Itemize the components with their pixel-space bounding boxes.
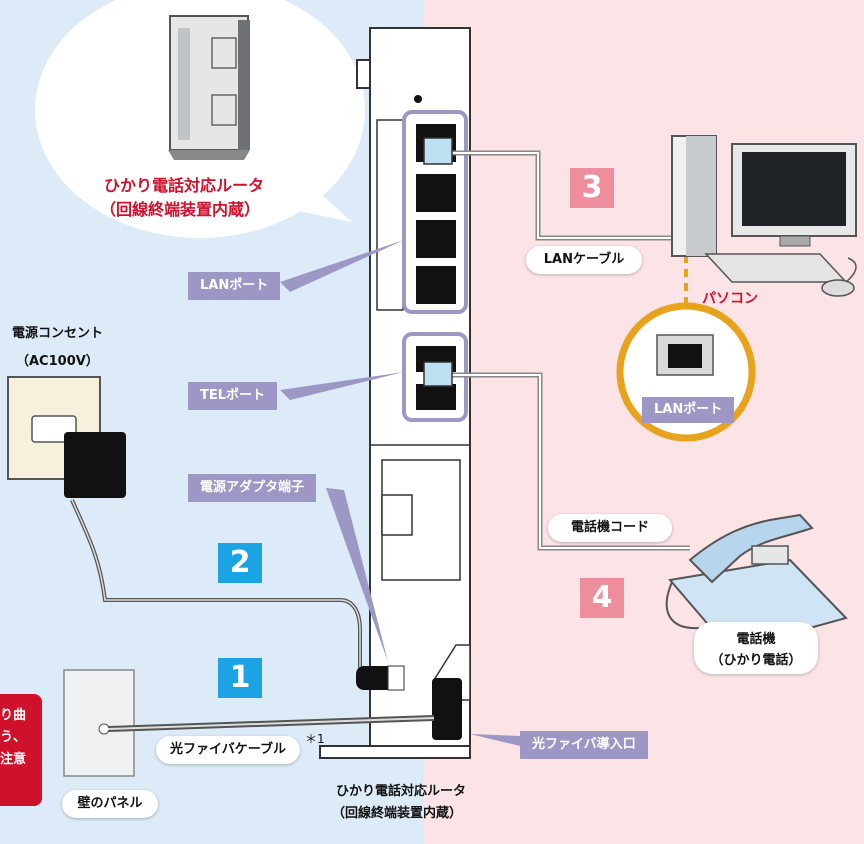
pc-lan-port-callout: LANポート xyxy=(642,397,735,423)
lan-port-callout: LANポート xyxy=(188,272,281,300)
tel-callout-pointer xyxy=(280,372,404,400)
router-bottom-title: ひかり電話対応ルータ xyxy=(336,784,467,799)
warning-box xyxy=(0,694,42,806)
warning-text-3: 注意 xyxy=(0,752,27,767)
fiber-cable-label: 光ファイバケーブル xyxy=(156,736,300,764)
fiber-cable xyxy=(107,715,435,732)
lan-callout-pointer xyxy=(280,240,404,292)
warning-text-1: り曲 xyxy=(0,708,27,723)
pc-label: パソコン xyxy=(702,291,758,307)
phone-label-line1: 電話機 xyxy=(736,632,776,647)
lan-cable xyxy=(423,137,672,241)
power-outlet-label: 電源コンセント xyxy=(12,326,104,341)
tel-port-callout: TELポート xyxy=(188,382,278,410)
fiber-footnote: ＊1 xyxy=(305,732,325,746)
router-bottom-subtitle: （回線終端装置内蔵） xyxy=(332,806,463,821)
wall-panel xyxy=(63,669,135,777)
small-router-image xyxy=(168,15,250,160)
step-3-badge: 3 xyxy=(570,168,614,208)
step-4-badge: 4 xyxy=(580,578,624,618)
power-outlet xyxy=(7,376,101,480)
step-2-badge: 2 xyxy=(218,543,262,583)
router-bubble-title: ひかり電話対応ルータ xyxy=(104,176,265,195)
wall-panel-label: 壁のパネル xyxy=(62,790,158,818)
phone-label-line2: （ひかり電話） xyxy=(710,653,802,668)
step-1-badge: 1 xyxy=(218,658,262,698)
adapter-callout-pointer xyxy=(326,488,388,662)
power-adapter-terminal-callout: 電源アダプタ端子 xyxy=(188,474,317,502)
warning-text-2: う、 xyxy=(0,730,27,745)
pc-image xyxy=(671,135,857,297)
lan-cable-label: LANケーブル xyxy=(526,246,642,274)
router-bubble-subtitle: （回線終端装置内蔵） xyxy=(100,200,261,219)
phone-cord-label: 電話機コード xyxy=(548,514,672,542)
inlet-callout-pointer xyxy=(470,734,520,746)
power-adapter xyxy=(64,432,405,691)
fiber-inlet-callout: 光ファイバ導入口 xyxy=(520,731,648,759)
phone-label: 電話機 （ひかり電話） xyxy=(694,622,818,674)
phone-cord xyxy=(423,361,690,551)
power-outlet-voltage: （AC100V） xyxy=(16,354,99,369)
